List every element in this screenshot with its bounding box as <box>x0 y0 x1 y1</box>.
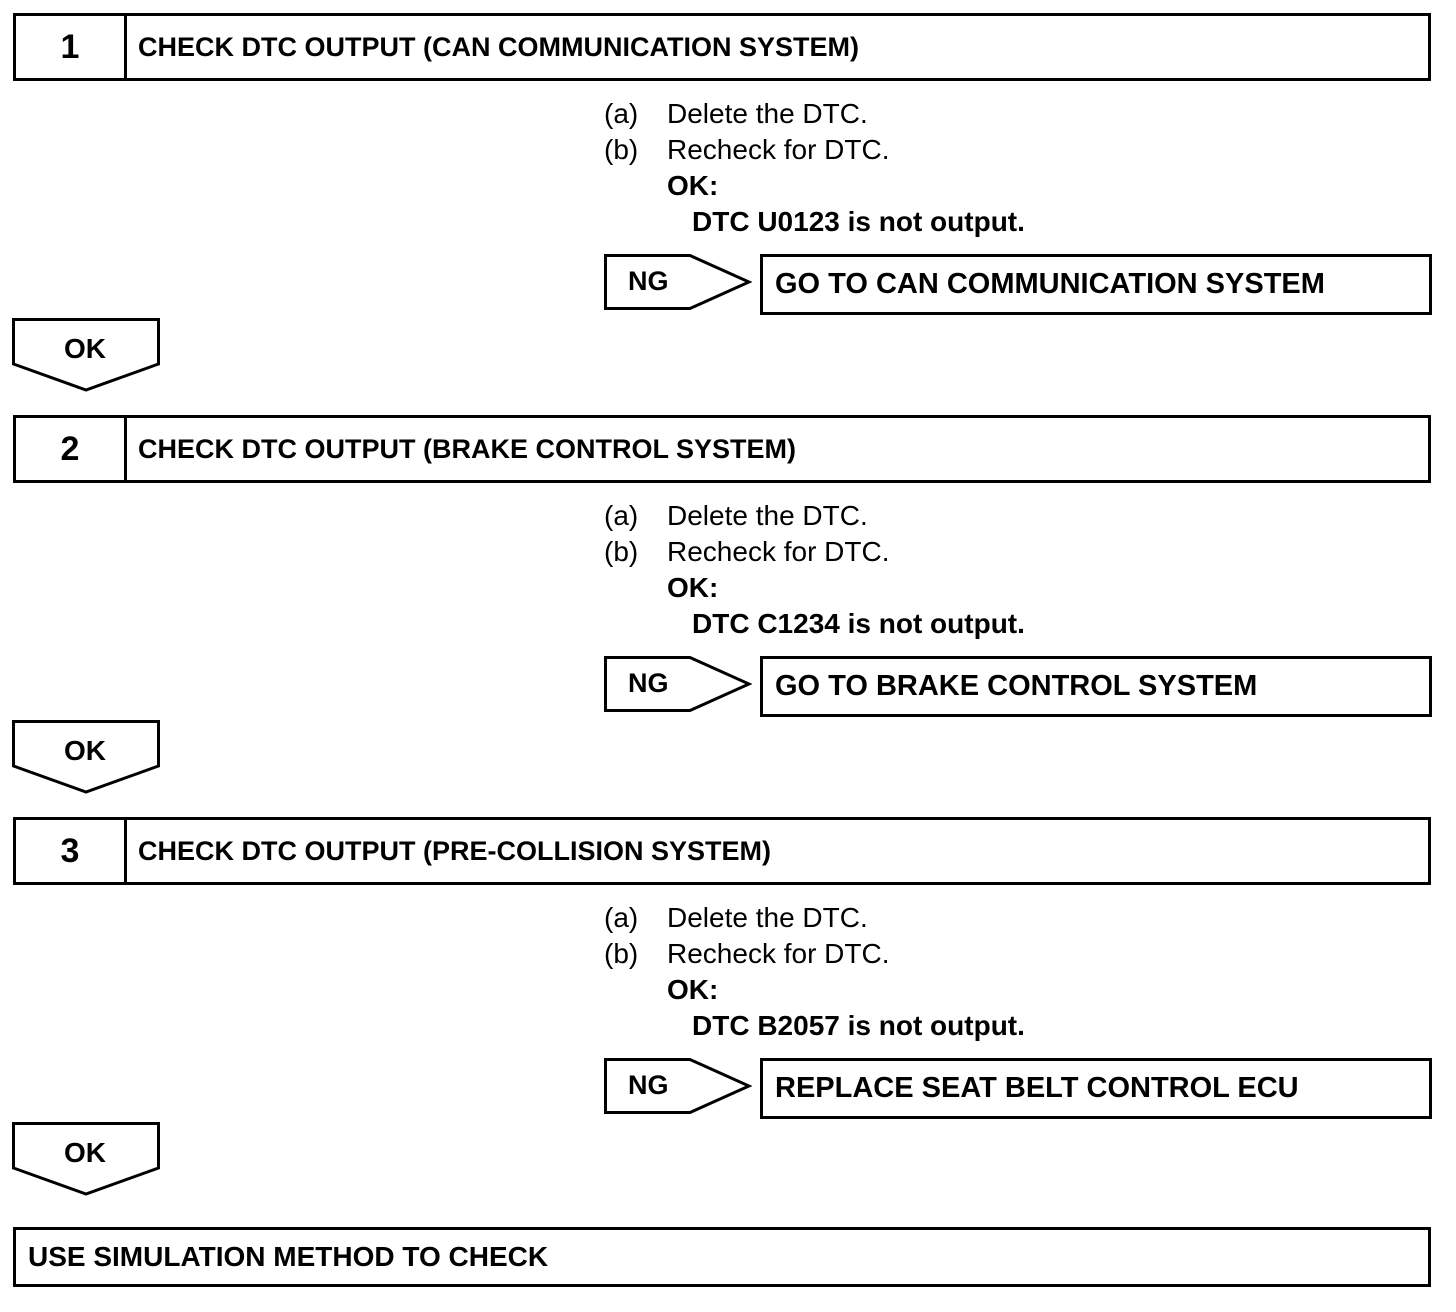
step-3-ng-result: REPLACE SEAT BELT CONTROL ECU <box>760 1058 1432 1119</box>
step-2-ok-condition: DTC C1234 is not output. <box>692 608 1025 639</box>
step-1-title: CHECK DTC OUTPUT (CAN COMMUNICATION SYST… <box>138 31 859 62</box>
step-2-substep-b-marker: (b) <box>604 536 639 567</box>
step-2-number: 2 <box>16 418 127 480</box>
step-3-ok-condition: DTC B2057 is not output. <box>692 1010 1025 1041</box>
step-2-substep-a-text: Delete the DTC. <box>667 500 868 531</box>
step-2-ok-heading: OK: <box>667 572 719 603</box>
step-3-ng-label: NG <box>628 1070 669 1100</box>
step-3-ok-heading: OK: <box>667 974 719 1005</box>
step-2-substep-b-text: Recheck for DTC. <box>667 536 890 567</box>
step-1-ng-result: GO TO CAN COMMUNICATION SYSTEM <box>760 254 1432 315</box>
step-1-ok-label: OK <box>64 333 106 364</box>
step-3-substep-b-text: Recheck for DTC. <box>667 938 890 969</box>
step-3-ng-arrow-icon <box>604 1058 752 1114</box>
step-3-substep-b-marker: (b) <box>604 938 639 969</box>
step-2-ng-arrow-icon <box>604 656 752 712</box>
step-2-title: CHECK DTC OUTPUT (BRAKE CONTROL SYSTEM) <box>138 433 796 464</box>
step-1-ok-heading: OK: <box>667 170 719 201</box>
step-2-ng-label: NG <box>628 668 669 698</box>
step-1-ok-arrow-icon <box>12 318 160 392</box>
step-2-ok-arrow-icon <box>12 720 160 794</box>
step-3-ok-label: OK <box>64 1137 106 1168</box>
step-3-substep-a-marker: (a) <box>604 902 639 933</box>
step-2-ng-result: GO TO BRAKE CONTROL SYSTEM <box>760 656 1432 717</box>
step-3-substep-a-text: Delete the DTC. <box>667 902 868 933</box>
step-3-ok-arrow-icon <box>12 1122 160 1196</box>
step-1-substep-a-marker: (a) <box>604 98 639 129</box>
step-1-substep-a-text: Delete the DTC. <box>667 98 868 129</box>
step-1-ng-label: NG <box>628 266 669 296</box>
step-3-title: CHECK DTC OUTPUT (PRE-COLLISION SYSTEM) <box>138 835 771 866</box>
step-1-number: 1 <box>16 16 127 78</box>
step-1-substep-b-marker: (b) <box>604 134 639 165</box>
step-1-ng-arrow-icon <box>604 254 752 310</box>
step-3-number: 3 <box>16 820 127 882</box>
step-1-ok-condition: DTC U0123 is not output. <box>692 206 1025 237</box>
step-2-header: 2 CHECK DTC OUTPUT (BRAKE CONTROL SYSTEM… <box>13 415 1431 483</box>
step-1-header: 1 CHECK DTC OUTPUT (CAN COMMUNICATION SY… <box>13 13 1431 81</box>
step-2-ok-label: OK <box>64 735 106 766</box>
step-3-header: 3 CHECK DTC OUTPUT (PRE-COLLISION SYSTEM… <box>13 817 1431 885</box>
final-step-box: USE SIMULATION METHOD TO CHECK <box>13 1227 1431 1287</box>
step-2-substep-a-marker: (a) <box>604 500 639 531</box>
step-1-substep-b-text: Recheck for DTC. <box>667 134 890 165</box>
